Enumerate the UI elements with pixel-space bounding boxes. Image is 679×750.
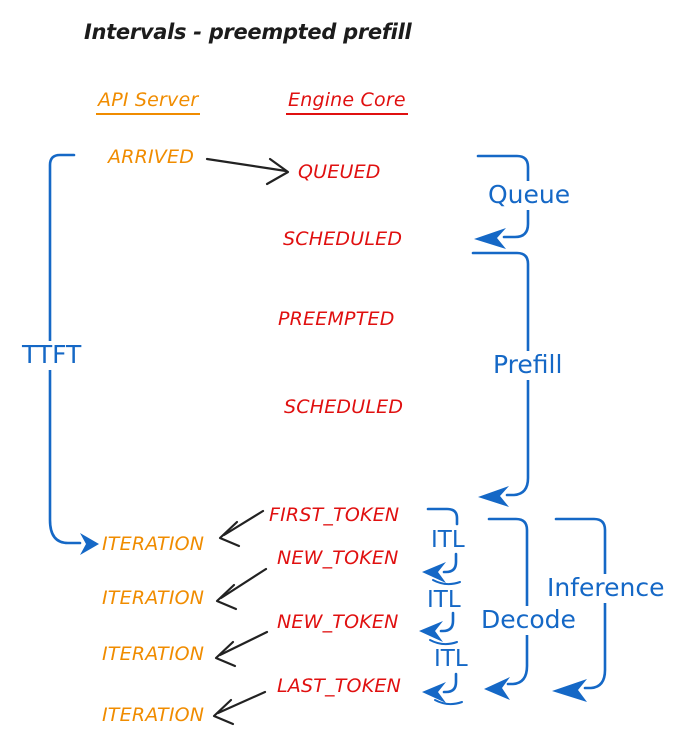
itl-arrowhead-1-icon [422, 562, 446, 583]
queue-arrowhead-icon [474, 228, 506, 249]
event-iteration-3: ITERATION [102, 643, 205, 665]
itl-arrow-3-flourish [434, 699, 463, 706]
arrow-arrived-to-queued [205, 157, 288, 173]
prefill-arrowhead-icon [478, 486, 509, 507]
event-queued: QUEUED [298, 161, 381, 183]
itl-arrow-2-tail [439, 611, 455, 633]
itl-top-hook [426, 507, 459, 526]
itl-arrow-1-tail [442, 552, 458, 574]
interval-label-inference: Inference [544, 573, 668, 603]
arrow-newtoken2-to-iteration3 [218, 630, 269, 657]
page-title: Intervals - preempted prefill [84, 20, 412, 44]
event-arrived: ARRIVED [108, 146, 195, 168]
arrow-newtoken2-head-icon [214, 640, 237, 668]
event-iteration-1: ITERATION [102, 533, 205, 555]
arrow-firsttoken-to-iteration1 [222, 509, 265, 537]
arrow-newtoken1-to-iteration2 [219, 567, 268, 600]
itl-arrowhead-2-icon [419, 621, 443, 642]
event-iteration-4: ITERATION [102, 704, 205, 726]
interval-label-queue: Queue [485, 180, 574, 210]
event-new-token-2: NEW_TOKEN [277, 611, 399, 633]
itl-arrow-2-flourish [429, 639, 458, 646]
itl-arrowhead-3-icon [422, 682, 446, 703]
event-preempted: PREEMPTED [278, 308, 395, 330]
inference-arrowhead-icon [552, 679, 587, 702]
column-header-engine-core: Engine Core [286, 89, 408, 115]
interval-label-itl-2: ITL [427, 587, 461, 613]
event-new-token-1: NEW_TOKEN [277, 547, 399, 569]
event-iteration-2: ITERATION [102, 587, 205, 609]
arrow-lasttoken-to-iteration4 [216, 690, 267, 715]
interval-arrowheads [80, 228, 587, 703]
decode-bracket [487, 517, 529, 686]
event-last-token: LAST_TOKEN [277, 675, 401, 697]
event-scheduled-1: SCHEDULED [283, 228, 403, 250]
interval-label-ttft: TTFT [19, 340, 85, 370]
interval-label-prefill: Prefill [490, 350, 566, 380]
itl-arrow-1-flourish [432, 579, 461, 586]
column-header-api-server: API Server [96, 89, 201, 115]
arrow-newtoken1-head-icon [215, 583, 238, 611]
interval-label-decode: Decode [478, 605, 579, 635]
interval-label-itl-3: ITL [434, 646, 468, 672]
arrow-arrived-to-queued-head-icon [265, 157, 290, 186]
arrow-firsttoken-head-icon [218, 520, 241, 548]
itl-arrow-3-tail [442, 672, 458, 694]
event-scheduled-2: SCHEDULED [284, 396, 404, 418]
inference-bracket [554, 517, 607, 690]
event-first-token: FIRST_TOKEN [269, 504, 400, 526]
interval-label-itl-1: ITL [431, 527, 465, 553]
arrow-lasttoken-head-icon [212, 698, 235, 726]
ttft-arrowhead-icon [80, 533, 99, 555]
event-arrows [205, 157, 290, 726]
decode-arrowhead-icon [484, 677, 510, 700]
